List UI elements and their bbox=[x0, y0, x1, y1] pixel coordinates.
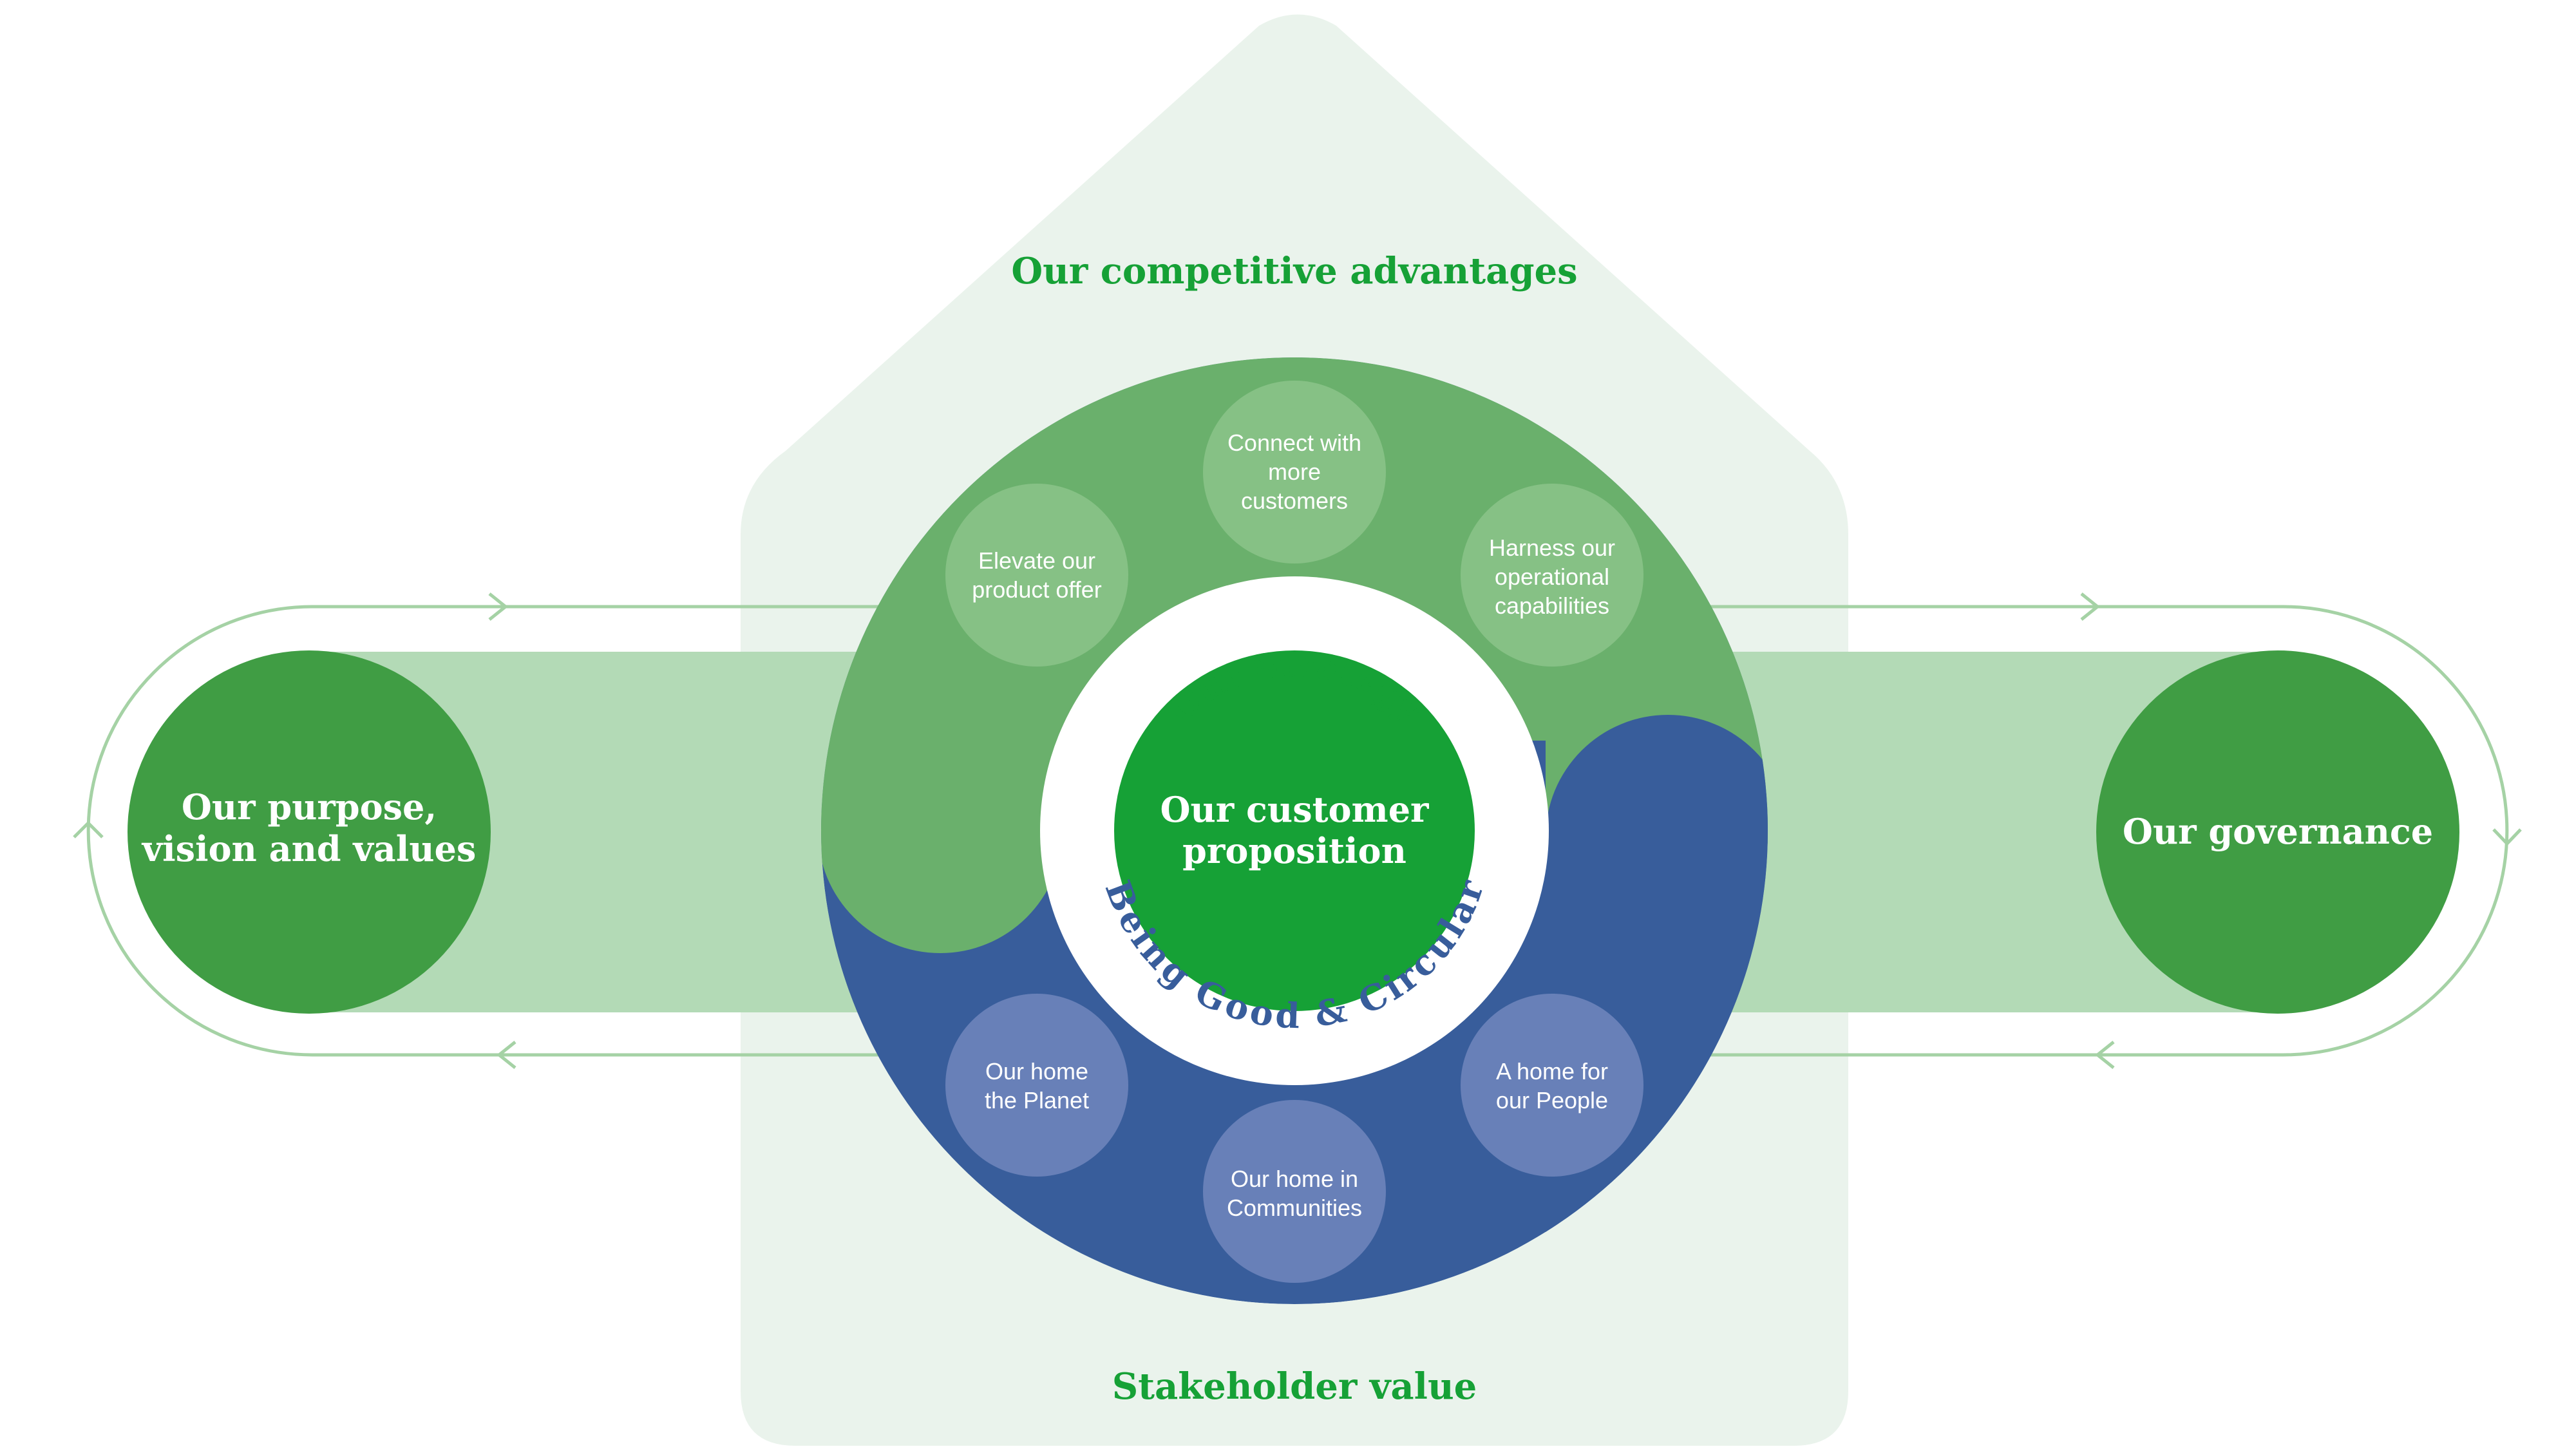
pillar-connect-customers: Connect with more customers bbox=[1203, 381, 1386, 564]
left-loop bbox=[73, 592, 889, 1069]
pillar-elevate-offer: Elevate our product offer bbox=[945, 484, 1128, 667]
right-loop bbox=[1700, 592, 2522, 1069]
pillar-label: more bbox=[1268, 459, 1321, 485]
pillar-label: operational bbox=[1495, 564, 1609, 590]
pillar-label: Communities bbox=[1227, 1195, 1362, 1221]
competitive-advantages-title: Our competitive advantages bbox=[1011, 250, 1577, 292]
center-label-line2: proposition bbox=[1182, 830, 1406, 871]
pillar-label: Our home in bbox=[1231, 1166, 1358, 1192]
pillar-label: Harness our bbox=[1489, 535, 1615, 561]
stakeholder-value-title: Stakeholder value bbox=[1112, 1365, 1477, 1408]
pillar-label: the Planet bbox=[985, 1087, 1089, 1113]
pillar-label: customers bbox=[1241, 488, 1348, 514]
pillar-home-communities: Our home in Communities bbox=[1203, 1100, 1386, 1283]
purpose-label-line2: vision and values bbox=[142, 828, 477, 869]
governance-label: Our governance bbox=[2123, 811, 2433, 852]
pillar-home-people: A home for our People bbox=[1461, 994, 1643, 1177]
purpose-label-line1: Our purpose, bbox=[182, 786, 437, 828]
pillar-label: A home for bbox=[1496, 1058, 1608, 1084]
pillar-label: Our home bbox=[985, 1058, 1088, 1084]
center-label-line1: Our customer bbox=[1160, 789, 1430, 830]
pillar-harness-capabilities: Harness our operational capabilities bbox=[1461, 484, 1643, 667]
pillar-label: capabilities bbox=[1495, 592, 1609, 619]
customer-proposition-circle bbox=[1114, 650, 1475, 1011]
purpose-circle bbox=[128, 650, 491, 1014]
governance-circle bbox=[2096, 650, 2459, 1014]
pillar-label: Connect with bbox=[1227, 430, 1361, 456]
pillar-label: product offer bbox=[972, 576, 1101, 603]
pillar-home-planet: Our home the Planet bbox=[945, 994, 1128, 1177]
pillar-label: our People bbox=[1496, 1087, 1608, 1113]
pillar-label: Elevate our bbox=[978, 547, 1095, 574]
